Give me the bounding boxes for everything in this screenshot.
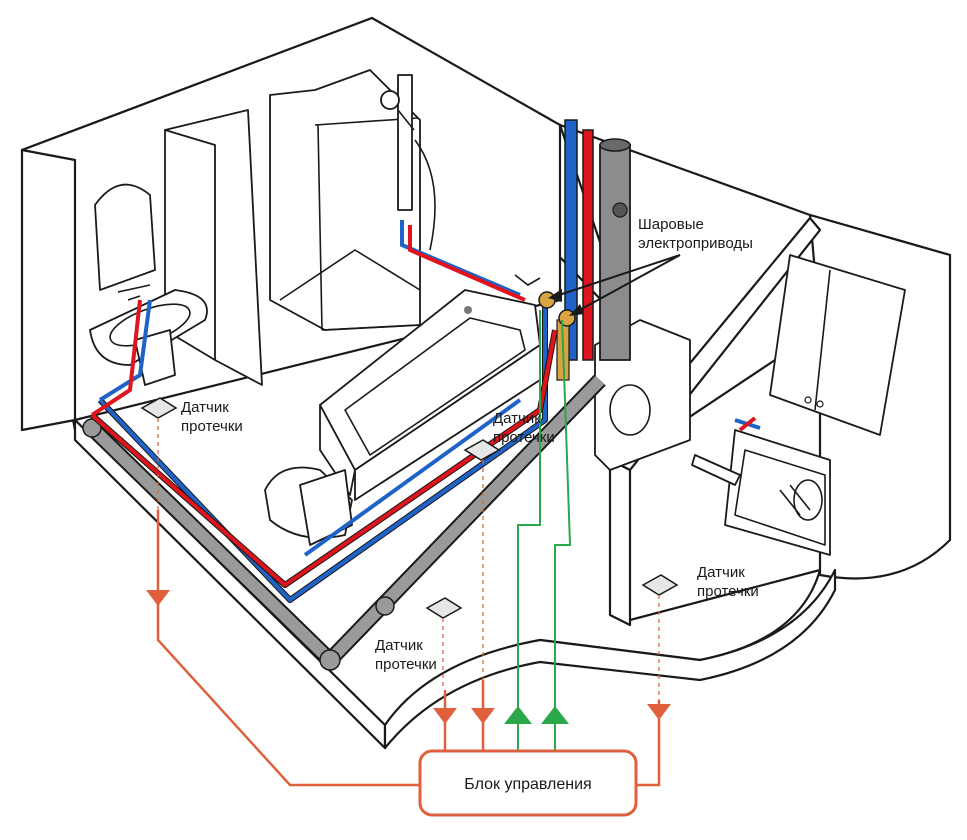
sensor-4-label-line1: Датчик [697,564,745,581]
sensor-2 [463,439,501,461]
sensor-4-label-line2: протечки [697,583,759,600]
sensor-3-label-line1: Датчик [375,637,423,654]
mirror [94,183,156,291]
bathtub [319,289,541,501]
floor-edge [383,568,837,750]
sensor-3-label-line2: протечки [375,656,437,673]
signal-arrowheads [146,590,671,724]
sewer-pipe [82,374,606,671]
valve-pointer-arrows [548,254,681,316]
sensor-2-label-line2: протечки [493,429,555,446]
toilet [264,466,353,546]
sensor-2-label-line1: Датчик [493,410,541,427]
control-unit-label: Блок управления [464,776,591,793]
kitchen-cabinet [769,254,906,436]
valves-label-line2: электроприводы [638,235,753,252]
sensor-4 [641,574,679,596]
valve-wire-arrowheads [504,706,569,724]
sensor-1 [140,397,178,419]
dishwasher [691,429,831,556]
sensor-1-label-line2: протечки [181,418,243,435]
leak-sensors [140,397,679,619]
left-wall-edge [20,148,77,432]
sensor-3 [425,597,463,619]
text-labels: Датчик протечки Датчик протечки Датчик п… [181,216,759,673]
shower-cabin [269,69,436,331]
sensor-1-label-line1: Датчик [181,399,229,416]
risers [556,119,631,381]
control-unit: Блок управления [418,749,638,817]
valves-label-line1: Шаровые [638,216,704,233]
sensor-dashed-drops [157,418,660,700]
control-unit-box [418,749,638,817]
water-pipes [90,220,761,603]
valve-control-wires [517,310,572,750]
partition-front [608,458,632,627]
